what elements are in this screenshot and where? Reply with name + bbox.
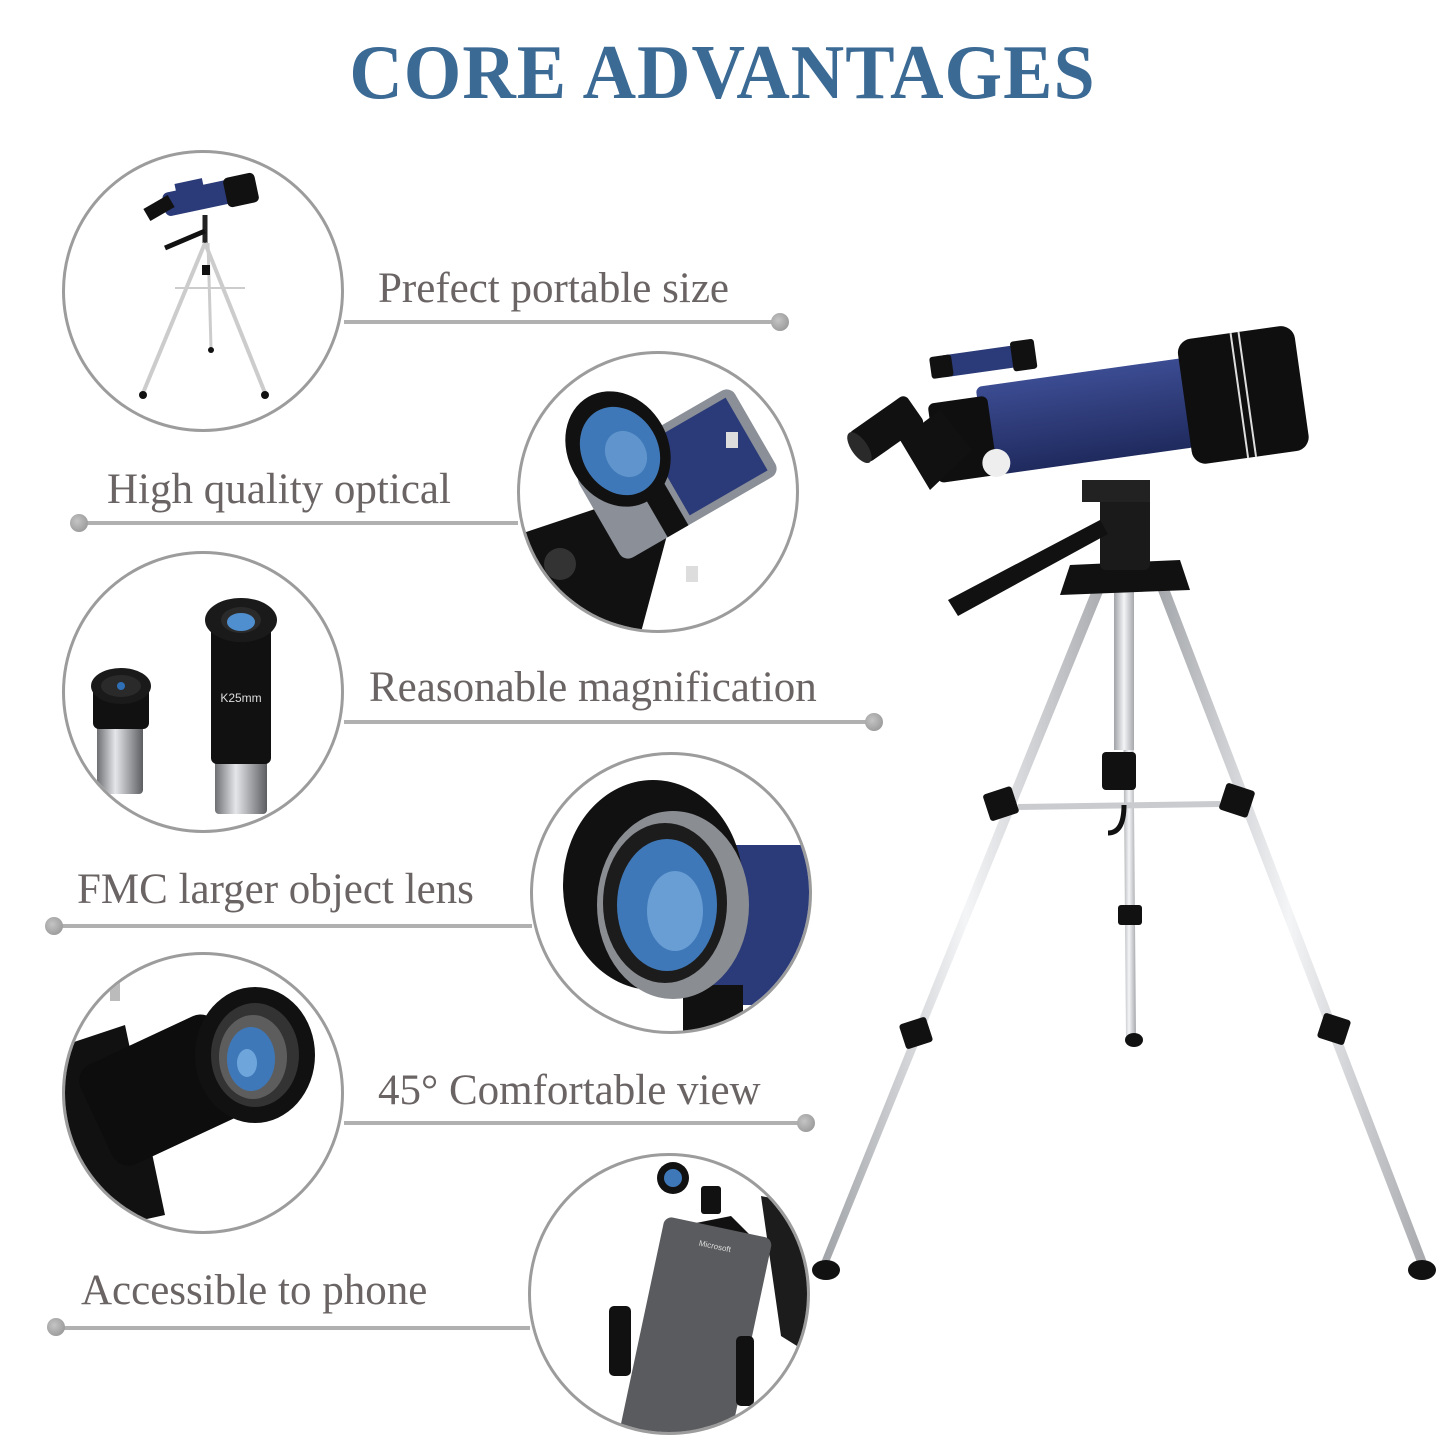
feature-label-comfortable-view: 45° Comfortable view [378, 1067, 761, 1114]
connector-line [344, 720, 874, 724]
connector-dot [771, 313, 789, 331]
feature-image-phone-adapter: Microsoft [528, 1153, 810, 1435]
feature-label-phone: Accessible to phone [81, 1267, 428, 1314]
main-telescope-image [800, 320, 1445, 1320]
feature-label-portable-size: Prefect portable size [378, 265, 729, 312]
feature-image-magnification: K25mm [62, 551, 344, 833]
connector-line [344, 320, 776, 324]
feature-image-portable-size [62, 150, 344, 432]
finder-scope-icon [520, 389, 777, 630]
diagonal-eyepiece-icon [65, 975, 315, 1231]
eyepiece-marking: K25mm [220, 691, 261, 705]
connector-dot [797, 1114, 815, 1132]
feature-image-object-lens [530, 752, 812, 1034]
connector-dot [70, 514, 88, 532]
objective-lens-icon [563, 780, 809, 1031]
feature-label-magnification: Reasonable magnification [369, 664, 817, 711]
feature-image-optical [517, 351, 799, 633]
connector-dot [45, 917, 63, 935]
feature-label-object-lens: FMC larger object lens [77, 866, 474, 913]
connector-line [60, 1326, 530, 1330]
telescope-icon [812, 326, 1436, 1280]
connector-dot [865, 713, 883, 731]
connector-line [55, 924, 532, 928]
feature-image-comfortable-view [62, 952, 344, 1234]
feature-label-optical: High quality optical [107, 466, 451, 513]
telescope-tripod-icon [139, 172, 269, 399]
page-title: CORE ADVANTAGES [349, 29, 1096, 117]
connector-dot [47, 1318, 65, 1336]
connector-line [344, 1121, 806, 1125]
phone-adapter-icon: Microsoft [609, 1162, 807, 1432]
eyepieces-icon: K25mm [91, 598, 277, 814]
connector-line [80, 521, 518, 525]
